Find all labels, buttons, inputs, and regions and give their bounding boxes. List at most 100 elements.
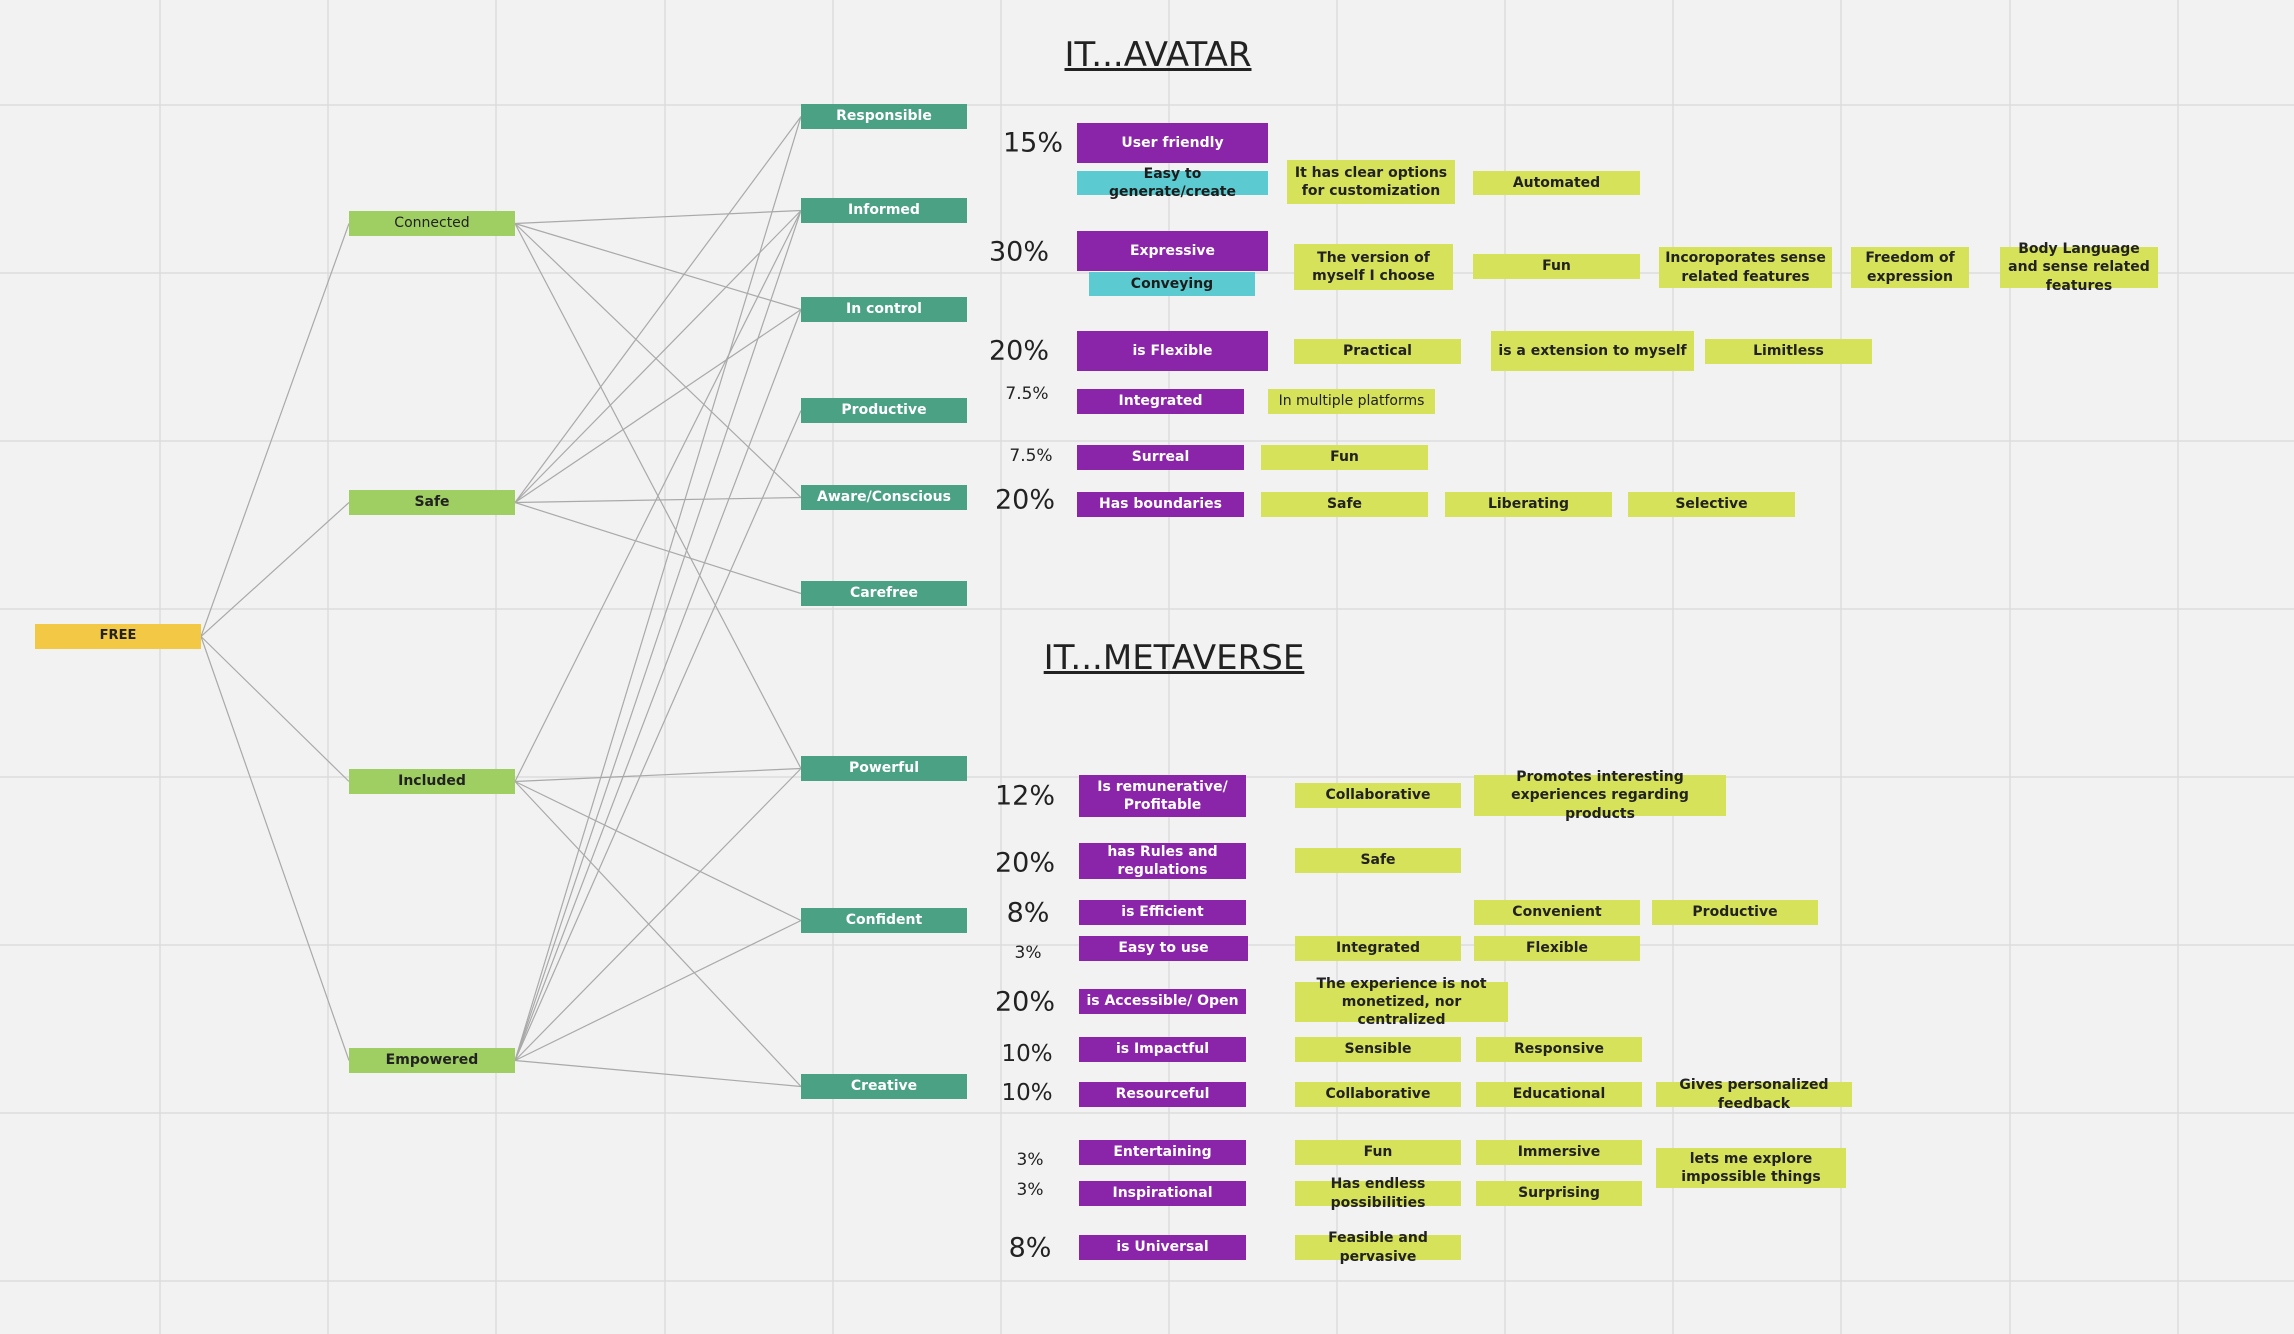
avatar-attribute-node[interactable]: is a extension to myself [1491, 331, 1694, 371]
metaverse-percentage: 12% [994, 780, 1056, 812]
avatar-attribute-node[interactable]: Liberating [1445, 492, 1612, 517]
connector-line [200, 223, 350, 637]
connector-line [514, 223, 802, 498]
metaverse-attribute-node[interactable]: Collaborative [1295, 783, 1461, 808]
level2-node-powerful[interactable]: Powerful [801, 756, 967, 781]
metaverse-quality-node[interactable]: is Accessible/ Open [1079, 989, 1246, 1014]
metaverse-attribute-node[interactable]: Fun [1295, 1140, 1461, 1165]
avatar-quality-node[interactable]: Surreal [1077, 445, 1244, 470]
connector-line [514, 919, 802, 1062]
avatar-attribute-node[interactable]: Practical [1294, 339, 1461, 364]
metaverse-attribute-node[interactable]: Has endless possibilities [1295, 1176, 1461, 1211]
connector-line [514, 781, 802, 1087]
connector-line [514, 309, 802, 1061]
metaverse-quality-node[interactable]: Easy to use [1079, 936, 1248, 961]
metaverse-attribute-node[interactable]: Sensible [1295, 1037, 1461, 1062]
metaverse-attribute-node[interactable]: Immersive [1476, 1140, 1642, 1165]
avatar-quality-node[interactable]: Integrated [1077, 389, 1244, 414]
metaverse-quality-node[interactable]: is Efficient [1079, 900, 1246, 925]
metaverse-percentage: 20% [994, 986, 1056, 1018]
level2-node-responsible[interactable]: Responsible [801, 104, 967, 129]
metaverse-percentage: 3% [1016, 1180, 1044, 1200]
metaverse-percentage: 3% [1014, 943, 1042, 963]
connector-line [200, 636, 350, 782]
avatar-attribute-node[interactable]: Limitless [1705, 339, 1872, 364]
metaverse-attribute-node[interactable]: Promotes interesting experiences regardi… [1474, 769, 1726, 822]
connector-line [200, 636, 350, 1061]
avatar-quality-node[interactable]: Expressive [1077, 231, 1268, 271]
connector-line [514, 501, 802, 595]
metaverse-quality-node[interactable]: Is remunerative/ Profitable [1079, 775, 1246, 817]
level2-node-aware[interactable]: Aware/Conscious [801, 485, 967, 510]
level2-node-carefree[interactable]: Carefree [801, 581, 967, 606]
metaverse-attribute-node[interactable]: Collaborative [1295, 1082, 1461, 1107]
metaverse-attribute-node[interactable]: Flexible [1474, 936, 1640, 961]
connector-line [514, 309, 802, 503]
avatar-attribute-node[interactable]: Fun [1261, 445, 1428, 470]
avatar-percentage: 20% [994, 484, 1056, 516]
avatar-attribute-node[interactable]: Automated [1473, 171, 1640, 195]
metaverse-heading: IT...METAVERSE [1043, 638, 1305, 678]
metaverse-attribute-node[interactable]: Productive [1652, 900, 1818, 925]
root-node-free[interactable]: FREE [35, 624, 201, 649]
metaverse-attribute-node[interactable]: Gives personalized feedback [1656, 1077, 1852, 1112]
metaverse-quality-node[interactable]: is Impactful [1079, 1037, 1246, 1062]
avatar-quality-node[interactable]: User friendly [1077, 123, 1268, 163]
metaverse-percentage: 10% [1001, 1041, 1053, 1067]
level2-node-in-control[interactable]: In control [801, 297, 967, 322]
metaverse-quality-node[interactable]: Inspirational [1079, 1181, 1246, 1206]
metaverse-quality-node[interactable]: Resourceful [1079, 1082, 1246, 1107]
avatar-attribute-node[interactable]: Selective [1628, 492, 1795, 517]
connector-line [514, 780, 802, 922]
avatar-quality-node[interactable]: Has boundaries [1077, 492, 1244, 517]
avatar-percentage: 7.5% [1009, 446, 1053, 466]
avatar-attribute-node[interactable]: Incoroporates sense related features [1659, 247, 1832, 288]
metaverse-attribute-node[interactable]: Surprising [1476, 1181, 1642, 1206]
connector-line [514, 116, 802, 503]
avatar-sub-quality-node[interactable]: Easy to generate/create [1077, 166, 1268, 200]
level1-node-connected[interactable]: Connected [349, 211, 515, 236]
level2-node-creative[interactable]: Creative [801, 1074, 967, 1099]
metaverse-attribute-node[interactable]: Convenient [1474, 900, 1640, 925]
metaverse-quality-node[interactable]: Entertaining [1079, 1140, 1246, 1165]
connector-line [514, 410, 802, 1061]
metaverse-percentage: 3% [1016, 1150, 1044, 1170]
avatar-attribute-node[interactable]: Body Language and sense related features [2000, 241, 2158, 294]
metaverse-quality-node[interactable]: has Rules and regulations [1079, 843, 1246, 879]
level2-node-informed[interactable]: Informed [801, 198, 967, 223]
level2-node-productive[interactable]: Productive [801, 398, 967, 423]
connector-line [514, 210, 802, 503]
metaverse-attribute-node[interactable]: Safe [1295, 848, 1461, 873]
connector-line [514, 116, 802, 1061]
level1-node-included[interactable]: Included [349, 769, 515, 794]
avatar-percentage: 30% [988, 236, 1050, 268]
avatar-attribute-node[interactable]: It has clear options for customization [1287, 160, 1455, 204]
avatar-quality-node[interactable]: is Flexible [1077, 331, 1268, 371]
avatar-attribute-node[interactable]: In multiple platforms [1268, 389, 1435, 414]
level1-node-safe[interactable]: Safe [349, 490, 515, 515]
avatar-attribute-node[interactable]: Safe [1261, 492, 1428, 517]
connector-line [514, 222, 802, 311]
metaverse-quality-node[interactable]: is Universal [1079, 1235, 1246, 1260]
avatar-percentage: 20% [988, 335, 1050, 367]
avatar-heading: IT...AVATAR [1064, 35, 1252, 75]
connector-line [514, 210, 802, 1061]
metaverse-percentage: 10% [1001, 1080, 1053, 1106]
avatar-attribute-node[interactable]: Fun [1473, 254, 1640, 279]
metaverse-attribute-node[interactable]: Responsive [1476, 1037, 1642, 1062]
avatar-percentage: 7.5% [1005, 384, 1049, 404]
level2-node-confident[interactable]: Confident [801, 908, 967, 933]
avatar-sub-quality-node[interactable]: Conveying [1089, 272, 1255, 296]
metaverse-attribute-node[interactable]: Educational [1476, 1082, 1642, 1107]
metaverse-percentage: 8% [1006, 897, 1050, 929]
connector-line [514, 1059, 802, 1088]
avatar-attribute-node[interactable]: The version of myself I choose [1294, 244, 1453, 290]
level1-node-empowered[interactable]: Empowered [349, 1048, 515, 1073]
metaverse-attribute-node[interactable]: The experience is not monetized, nor cen… [1295, 976, 1508, 1028]
metaverse-attribute-node[interactable]: Integrated [1295, 936, 1461, 961]
avatar-attribute-node[interactable]: Freedom of expression [1851, 247, 1969, 288]
avatar-percentage: 15% [1002, 127, 1064, 159]
metaverse-attribute-node[interactable]: Feasible and pervasive [1295, 1230, 1461, 1265]
metaverse-percentage: 20% [994, 847, 1056, 879]
metaverse-attribute-node[interactable]: lets me explore impossible things [1656, 1148, 1846, 1188]
